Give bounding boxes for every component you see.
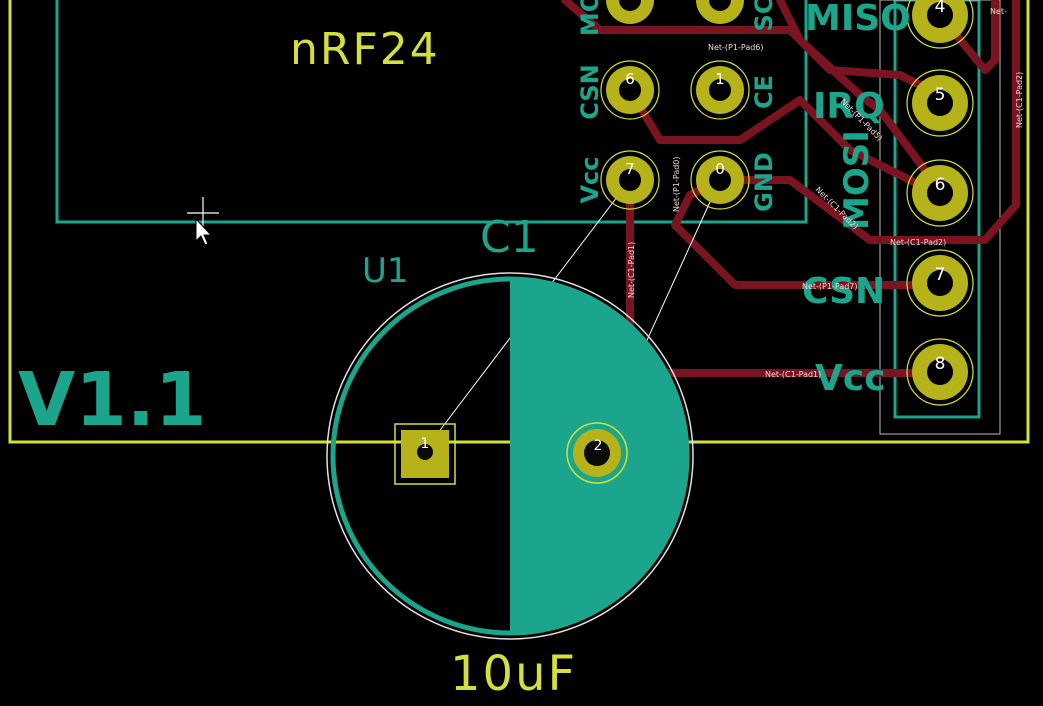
header-pad-5[interactable]: 5 xyxy=(906,69,974,137)
header-outline xyxy=(893,0,981,419)
header-courtyard xyxy=(879,0,1001,435)
header-pad-7[interactable]: 7 xyxy=(906,249,974,317)
module-label: nRF24 xyxy=(290,24,440,75)
net-label-edge: Net-(C1-Pad2) xyxy=(1015,72,1024,128)
module-pad-7-number: 7 xyxy=(625,160,635,178)
header-pad-8[interactable]: 8 xyxy=(906,338,974,406)
pointer-arrow-icon xyxy=(195,217,213,246)
net-label-c1-pad1: Net-(C1-Pad1) xyxy=(765,370,821,379)
component-ref-label: C1 xyxy=(480,212,539,263)
module-pad-1-number: 1 xyxy=(715,70,725,88)
net-label-p1-pad6: Net-(P1-Pad6) xyxy=(708,43,764,52)
net-label-p1-pad7: Net-(P1-Pad7) xyxy=(802,282,858,291)
module-pad-top-2[interactable] xyxy=(696,0,744,24)
cap-pad-2-number: 2 xyxy=(594,438,603,454)
module-pin-label-csn: CSN xyxy=(576,64,604,119)
module-pin-label-vcc: Vcc xyxy=(576,156,604,203)
header-label-vcc: Vcc xyxy=(815,358,886,399)
module-pin-label-ce: CE xyxy=(750,75,778,109)
version-label: V1.1 xyxy=(18,357,206,443)
footprint-ref-label: U1 xyxy=(362,251,409,291)
net-label-p1-pad0: Net-(P1-Pad0) xyxy=(672,156,681,212)
module-pad-0-number: 0 xyxy=(715,160,725,178)
header-pad-6-number: 6 xyxy=(935,175,946,195)
header-pad-4[interactable]: 4 xyxy=(906,0,974,49)
header-label-irq: IRQ xyxy=(813,86,885,127)
header-pad-4-number: 4 xyxy=(935,0,946,17)
module-pad-1[interactable]: 1 xyxy=(690,60,750,120)
net-label-c1-pad2: Net-(C1-Pad2) xyxy=(890,238,946,247)
header-pad-8-number: 8 xyxy=(935,354,946,374)
module-pad-0[interactable]: 0 xyxy=(690,150,750,210)
header-pad-7-number: 7 xyxy=(935,265,946,285)
module-pad-7[interactable]: 7 xyxy=(600,150,660,210)
cap-pad-1[interactable]: 1 xyxy=(394,423,456,485)
component-value-label: 10uF xyxy=(450,646,577,702)
module-pin-label-sc: SC xyxy=(750,0,778,31)
cap-pad-2[interactable]: 2 xyxy=(566,422,628,484)
module-pin-label-mo: MO xyxy=(576,0,604,36)
header-pad-6[interactable]: 6 xyxy=(906,159,974,227)
header-label-miso: MISO xyxy=(805,0,911,39)
header-label-mosi: MOSI xyxy=(837,130,877,230)
net-label-c1-pad1-vertical: Net-(C1-Pad1) xyxy=(627,242,636,298)
module-pin-label-gnd: GND xyxy=(750,152,778,212)
header-label-csn: CSN xyxy=(802,271,885,312)
cap-outline-outer xyxy=(326,272,694,640)
header-pad-5-number: 5 xyxy=(935,85,946,105)
crosshair-icon xyxy=(187,197,219,229)
net-label-top-edge: Net- xyxy=(990,7,1007,16)
cap-pad-1-number: 1 xyxy=(421,436,430,452)
module-pad-top-1[interactable] xyxy=(606,0,654,24)
module-pad-6-number: 6 xyxy=(625,70,635,88)
module-pad-6[interactable]: 6 xyxy=(600,60,660,120)
